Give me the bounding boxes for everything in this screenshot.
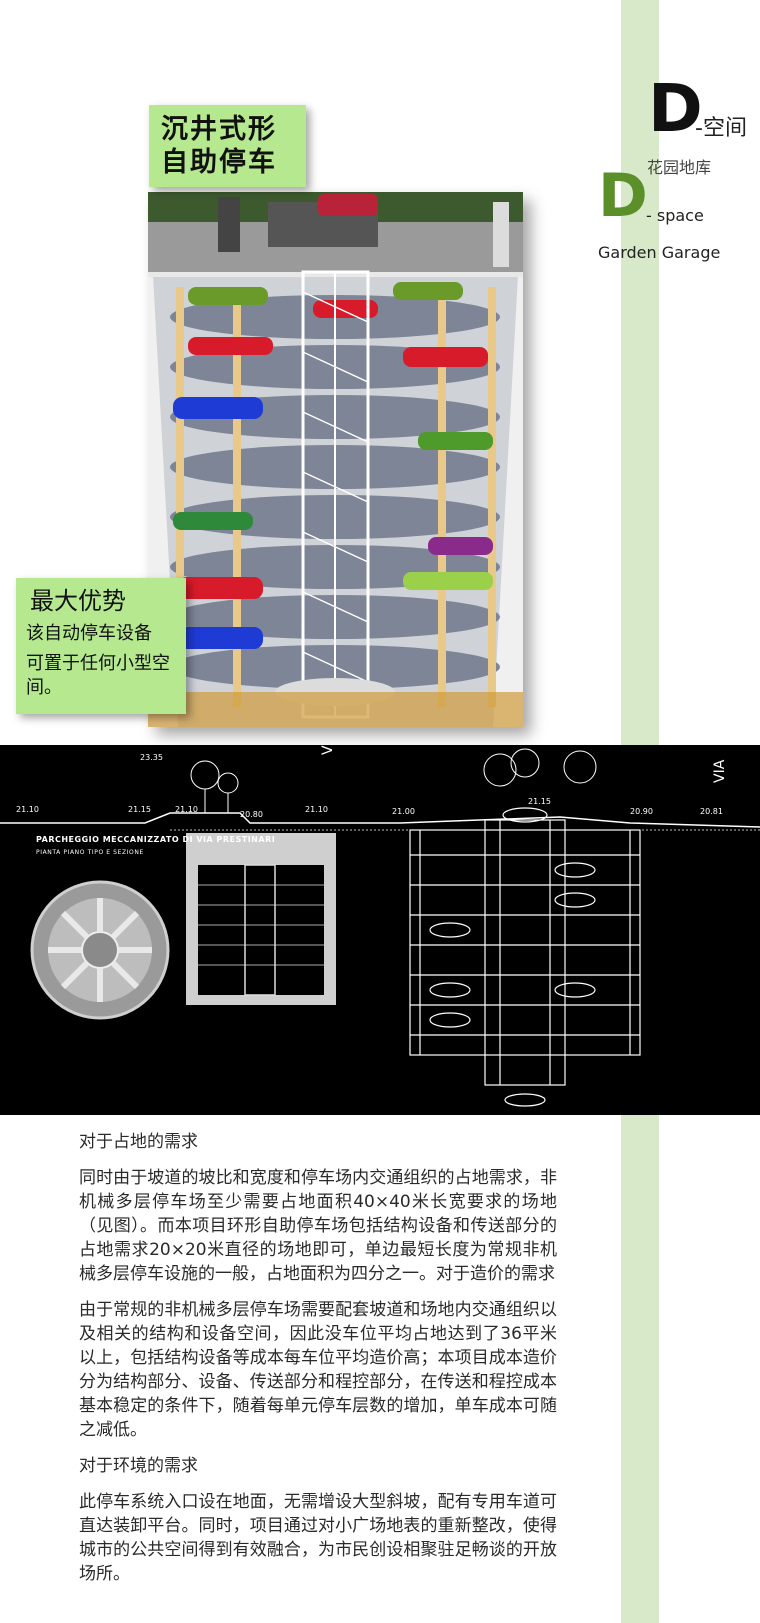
elevation-label: 21.10 xyxy=(175,805,198,814)
drawing-title: PARCHEGGIO MECCANIZZATO DI VIA PRESTINAR… xyxy=(36,835,276,844)
logo-space-en: - space xyxy=(646,206,704,225)
street-label: VIA xyxy=(712,759,728,783)
hero-title-line-2: 自助停车 xyxy=(161,147,277,178)
street-label: VIA xyxy=(320,745,336,755)
hero-title-box: 沉井式形 自助停车 xyxy=(149,105,306,187)
elevation-label: 21.00 xyxy=(392,807,415,816)
elevation-label: 21.15 xyxy=(128,805,151,814)
hero-title-line-1: 沉井式形 xyxy=(161,114,277,145)
logo-letter-green: D xyxy=(598,161,648,231)
elevation-label: 23.35 xyxy=(140,753,163,762)
elevation-label: 21.10 xyxy=(16,805,39,814)
paragraph-cost: 由于常规的非机械多层停车场需要配套坡道和场地内交通组织以及相关的结构和设备空间，… xyxy=(79,1300,557,1440)
elevation-label: 20.81 xyxy=(700,807,723,816)
logo-letter-black: D xyxy=(648,70,703,147)
body-text: 对于占地的需求 同时由于坡道的坡比和宽度和停车场内交通组织的占地需求，非机械多层… xyxy=(79,1130,557,1598)
technical-drawing: PARCHEGGIO MECCANIZZATO DI VIA PRESTINAR… xyxy=(0,745,760,1115)
technical-drawing-svg xyxy=(0,748,760,1107)
advantage-text: 该自动停车设备 可置于任何小型空间。 xyxy=(26,622,176,700)
logo-space-cn: -空间 xyxy=(695,116,747,141)
advantage-title: 最大优势 xyxy=(30,587,126,615)
section-heading-environment: 对于环境的需求 xyxy=(79,1456,198,1476)
advantage-callout: 最大优势 该自动停车设备 可置于任何小型空间。 xyxy=(16,578,186,714)
logo-garden-cn: 花园地库 xyxy=(647,158,712,177)
elevation-label: 21.15 xyxy=(528,797,551,806)
paragraph-environment: 此停车系统入口设在地面，无需增设大型斜坡，配有专用车道可直达装卸平台。同时，项目… xyxy=(79,1492,557,1584)
section-heading-land: 对于占地的需求 xyxy=(79,1132,198,1152)
parking-silo-svg xyxy=(148,192,523,727)
advantage-line-1: 该自动停车设备 xyxy=(26,623,152,644)
logo-garden-en: Garden Garage xyxy=(598,243,721,262)
drawing-subtitle: PIANTA PIANO TIPO E SEZIONE xyxy=(36,849,144,856)
paragraph-land: 同时由于坡道的坡比和宽度和停车场内交通组织的占地需求，非机械多层停车场至少需要占… xyxy=(79,1168,557,1284)
elevation-label: 21.10 xyxy=(305,805,328,814)
elevation-label: 20.90 xyxy=(630,807,653,816)
elevation-label: 20.80 xyxy=(240,810,263,819)
parking-silo-illustration xyxy=(148,192,523,727)
advantage-line-2: 可置于任何小型空间。 xyxy=(26,653,170,698)
